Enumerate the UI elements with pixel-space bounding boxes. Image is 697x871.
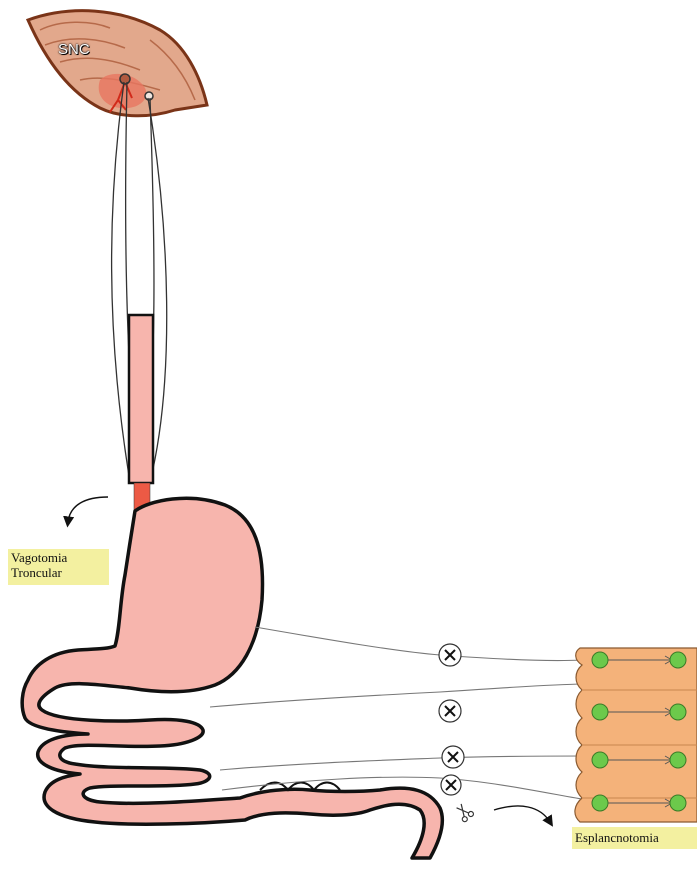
esophagus: [129, 315, 153, 483]
ganglion: [670, 795, 686, 811]
splanchnic-nerve-2: [210, 684, 588, 707]
x-circle-icon: [442, 746, 464, 768]
scissors-icon: [454, 802, 475, 823]
ganglion: [592, 652, 608, 668]
esplancnotomia-label-text: Esplancnotomia: [575, 830, 659, 845]
splanchnic-nerves: [210, 627, 588, 800]
ganglion: [670, 652, 686, 668]
cns-section: [28, 11, 207, 116]
snc-label: SNC: [58, 41, 90, 58]
nucleus-left: [120, 74, 130, 84]
x-circle-icon: [439, 644, 461, 666]
ganglion: [670, 704, 686, 720]
splanchnic-nerve-3: [220, 756, 588, 770]
nucleus-right: [145, 92, 153, 100]
x-circle-icon: [441, 775, 461, 795]
ganglion: [592, 752, 608, 768]
ganglion: [592, 795, 608, 811]
ganglion: [670, 752, 686, 768]
esplancnotomia-label: Esplancnotomia: [572, 827, 697, 849]
nerve-block-markers: [439, 644, 464, 795]
vagotomia-label: Vagotomia Troncular: [8, 549, 109, 585]
x-circle-icon: [439, 700, 461, 722]
ganglion: [592, 704, 608, 720]
esplancnotomia-arrow-icon: [494, 806, 550, 822]
vagotomy-arrow-icon: [68, 497, 108, 522]
spinal-cord: [575, 648, 697, 822]
splanchnic-nerve-1: [255, 627, 582, 661]
vagotomia-label-text: Vagotomia Troncular: [11, 550, 67, 580]
